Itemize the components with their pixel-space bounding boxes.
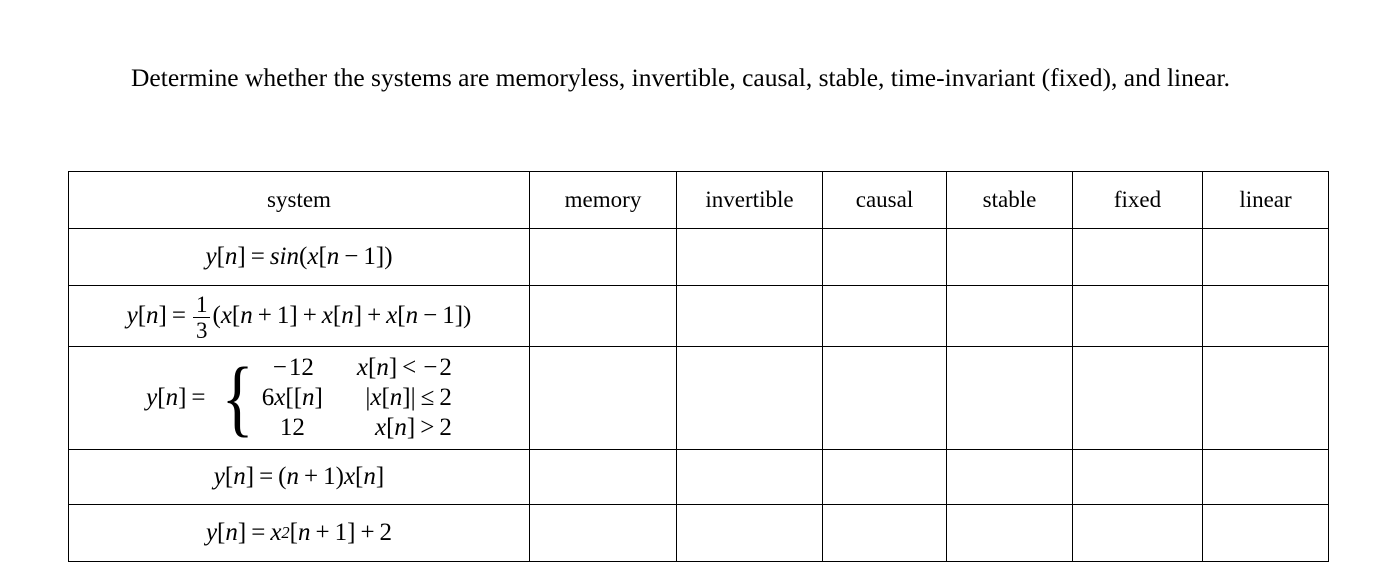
table-row: y[n] = { −12 x[n]<−2 6x[[n] |x[n]|≤2 12 …: [68, 346, 1329, 450]
answer-cell-invertible-1[interactable]: [676, 228, 823, 286]
answer-cell-stable-1[interactable]: [946, 228, 1073, 286]
column-header-fixed: fixed: [1072, 171, 1203, 229]
answer-cell-fixed-4[interactable]: [1072, 449, 1203, 505]
column-header-memory: memory: [529, 171, 677, 229]
answer-cell-memory-1[interactable]: [529, 228, 677, 286]
system-equation-1: y[n] = sin(x[n−1]): [68, 228, 530, 286]
answer-cell-invertible-3[interactable]: [676, 346, 823, 450]
answer-cell-stable-3[interactable]: [946, 346, 1073, 450]
column-header-system: system: [68, 171, 530, 229]
answer-cell-linear-3[interactable]: [1202, 346, 1329, 450]
system-equation-3: y[n] = { −12 x[n]<−2 6x[[n] |x[n]|≤2 12 …: [68, 346, 530, 450]
answer-cell-causal-3[interactable]: [822, 346, 947, 450]
fraction-one-third: 1 3: [192, 291, 211, 342]
answer-cell-fixed-3[interactable]: [1072, 346, 1203, 450]
answer-cell-causal-2[interactable]: [822, 285, 947, 347]
piecewise-cases: −12 x[n]<−2 6x[[n] |x[n]|≤2 12 x[n]>2: [262, 354, 452, 442]
equation-row-3: y[n] = { −12 x[n]<−2 6x[[n] |x[n]|≤2 12 …: [146, 349, 452, 446]
answer-cell-invertible-5[interactable]: [676, 504, 823, 562]
exponent-two: 2: [281, 523, 290, 542]
answer-cell-causal-1[interactable]: [822, 228, 947, 286]
column-header-linear: linear: [1202, 171, 1329, 229]
fraction-denominator: 3: [192, 316, 211, 342]
piecewise-condition-1: x[n]<−2: [356, 354, 452, 381]
system-equation-2: y[n] = 1 3 (x[n+1] + x[n] + x[n−1]): [68, 285, 530, 347]
piecewise-condition-3: x[n]>2: [374, 414, 452, 441]
answer-cell-fixed-2[interactable]: [1072, 285, 1203, 347]
table-row: y[n] = (n+1)x[n]: [68, 449, 1329, 505]
answer-cell-memory-3[interactable]: [529, 346, 677, 450]
fraction-numerator: 1: [195, 291, 208, 317]
answer-cell-linear-2[interactable]: [1202, 285, 1329, 347]
system-equation-4: y[n] = (n+1)x[n]: [68, 449, 530, 505]
answer-cell-stable-2[interactable]: [946, 285, 1073, 347]
answer-cell-invertible-2[interactable]: [676, 285, 823, 347]
table-row: y[n] = 1 3 (x[n+1] + x[n] + x[n−1]): [68, 285, 1329, 347]
answer-cell-linear-5[interactable]: [1202, 504, 1329, 562]
answer-cell-linear-1[interactable]: [1202, 228, 1329, 286]
answer-cell-memory-5[interactable]: [529, 504, 677, 562]
systems-classification-table: system memory invertible causal stable f…: [68, 171, 1329, 562]
answer-cell-invertible-4[interactable]: [676, 449, 823, 505]
answer-cell-stable-5[interactable]: [946, 504, 1073, 562]
answer-cell-fixed-5[interactable]: [1072, 504, 1203, 562]
table-row: y[n] = sin(x[n−1]): [68, 228, 1329, 286]
column-header-invertible: invertible: [676, 171, 823, 229]
answer-cell-causal-5[interactable]: [822, 504, 947, 562]
piecewise-condition-2: |x[n]|≤2: [365, 384, 452, 411]
answer-cell-memory-4[interactable]: [529, 449, 677, 505]
page-title: Determine whether the systems are memory…: [131, 63, 1230, 92]
equation-row-1: y[n] = sin(x[n−1]): [205, 243, 393, 270]
column-header-causal: causal: [822, 171, 947, 229]
piecewise-value-2: 6x[[n]: [261, 384, 323, 411]
column-header-stable: stable: [946, 171, 1073, 229]
equation-row-4: y[n] = (n+1)x[n]: [213, 463, 385, 490]
answer-cell-fixed-1[interactable]: [1072, 228, 1203, 286]
answer-cell-causal-4[interactable]: [822, 449, 947, 505]
curly-brace-icon: {: [221, 349, 254, 446]
table-header-row: system memory invertible causal stable f…: [68, 171, 1329, 229]
answer-cell-memory-2[interactable]: [529, 285, 677, 347]
equation-row-2: y[n] = 1 3 (x[n+1] + x[n] + x[n−1]): [126, 291, 472, 343]
piecewise-value-3: 12: [279, 414, 305, 441]
answer-cell-stable-4[interactable]: [946, 449, 1073, 505]
piecewise-value-1: −12: [272, 354, 314, 381]
answer-cell-linear-4[interactable]: [1202, 449, 1329, 505]
